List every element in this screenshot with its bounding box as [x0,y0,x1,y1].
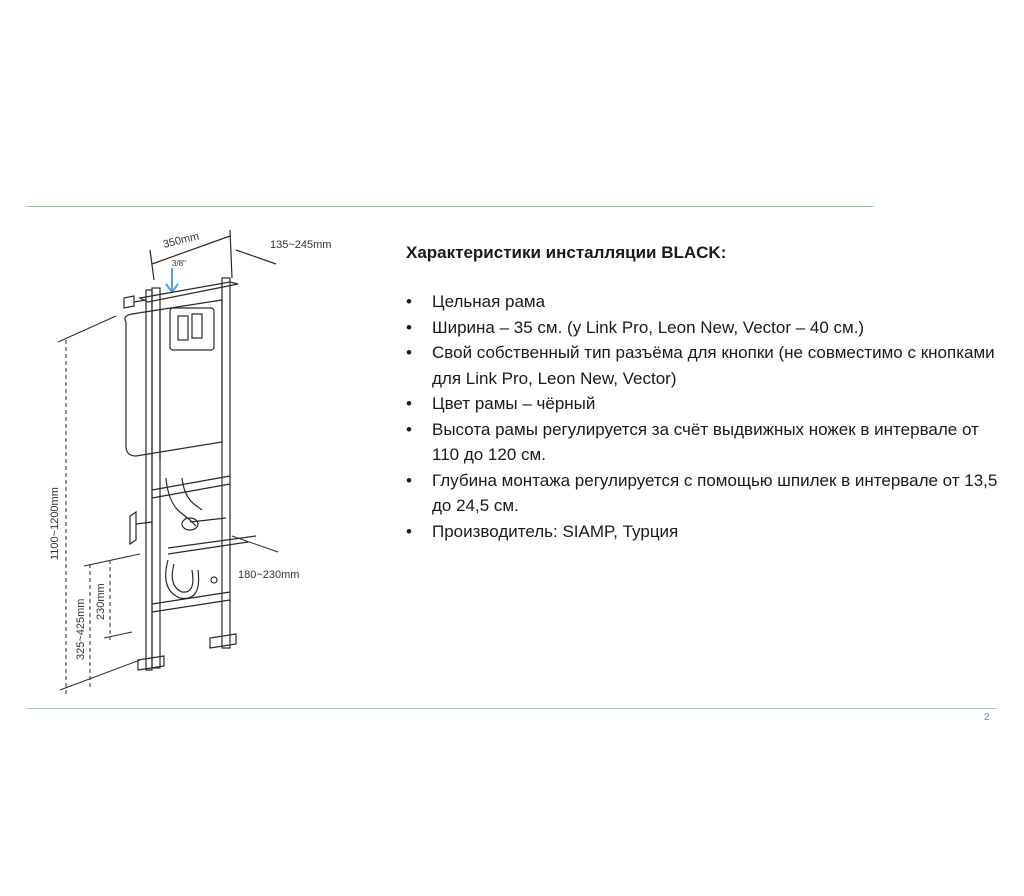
right-foot [209,633,237,649]
waste-hoop [165,559,200,600]
spec-item: • Цвет рамы – чёрный [406,391,1006,417]
drain-elbow [165,477,197,527]
flush-plate-opening [169,307,215,351]
spec-item: • Производитель: SIAMP, Турция [406,519,1006,545]
spec-item-text: Ширина – 35 см. (у Link Pro, Leon New, V… [432,317,865,337]
spec-title: Характеристики инсталляции BLACK: [406,243,727,262]
width-label: 350mm [162,230,201,251]
cistern-tank [124,299,223,457]
bullet-icon: • [406,292,412,311]
bullet-icon: • [406,394,412,413]
spec-item: • Цельная рама [406,289,1006,315]
bullet-icon: • [406,521,412,541]
spec-item: • Ширина – 35 см. (у Link Pro, Leon New, … [406,315,1006,341]
page-number: 2 [984,712,990,723]
left-foot [137,655,165,671]
spec-item: • Свой собственный тип разъёма для кнопки… [406,340,1006,391]
depth-dimension-line [235,249,277,265]
installation-frame-diagram: 350mm 135~245mm 3/8" 1100~1200mm 325~425… [49,229,331,694]
depth-label: 135~245mm [270,239,331,251]
top-divider [26,206,874,207]
stud-spacing-label: 180~230mm [238,569,299,581]
spec-list: • Цельная рама • Ширина – 35 см. (у Link P… [406,289,1006,544]
bullet-icon: • [406,317,412,337]
spec-item-text: Высота рамы регулируется за счёт выдвижн… [432,419,979,465]
upper-stud [167,535,257,549]
bottom-divider [26,708,996,709]
spec-item: • Высота рамы регулируется за счёт выдвиж… [406,417,1006,468]
drain-height-label: 325~425mm [75,599,87,660]
specification-panel: Характеристики инсталляции BLACK: • Цельн… [406,243,1006,544]
spec-item-text: Производитель: SIAMP, Турция [432,521,679,541]
spec-item-text: Цельная рама [432,292,546,311]
spec-item-text: Глубина монтажа регулируется с помощью ш… [432,470,998,516]
height-label: 1100~1200mm [49,487,61,560]
pipe-size-label: 3/8" [172,259,186,268]
stud-height-label: 230mm [95,583,107,620]
spec-item: • Глубина монтажа регулируется с помощью … [406,468,1006,519]
bullet-icon: • [406,343,412,362]
width-dimension-line [151,235,231,265]
top-bar [138,281,239,303]
bullet-icon: • [406,419,412,439]
bullet-icon: • [406,470,412,490]
spec-item-text: Цвет рамы – чёрный [432,394,596,413]
spec-item-text: Свой собственный тип разъёма для кнопки … [432,343,995,388]
right-frame-post [221,277,231,649]
